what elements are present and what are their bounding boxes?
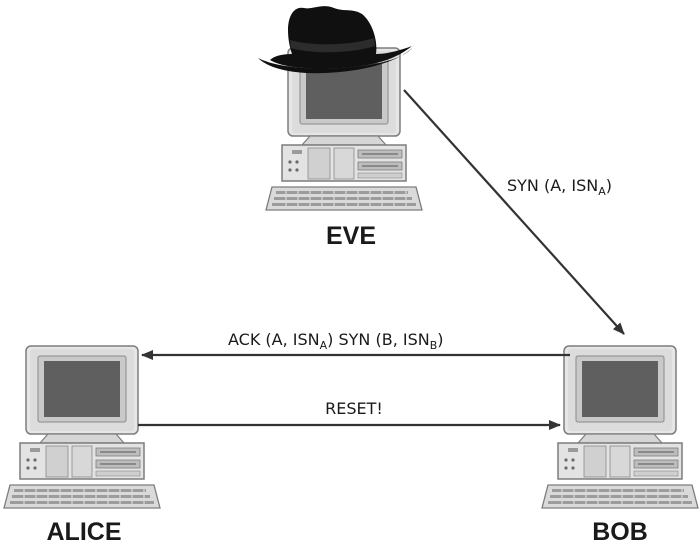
alice-computer-icon — [3, 345, 161, 509]
node-bob: BOB — [541, 345, 699, 546]
node-eve: EVE — [258, 6, 423, 250]
alice-label: ALICE — [47, 518, 122, 546]
bob-computer-icon — [541, 345, 699, 509]
eve-label: EVE — [326, 222, 376, 250]
node-alice: ALICE — [3, 345, 161, 546]
reset-message-label: RESET! — [325, 399, 383, 418]
syn-message-label: SYN (A, ISNA) — [507, 176, 612, 198]
bob-label: BOB — [592, 518, 648, 546]
eve-computer-icon — [265, 47, 423, 211]
arrow-eve-to-bob — [403, 89, 625, 335]
fedora-hat-icon — [258, 6, 412, 74]
ack-syn-message-label: ACK (A, ISNA) SYN (B, ISNB) — [228, 330, 444, 352]
